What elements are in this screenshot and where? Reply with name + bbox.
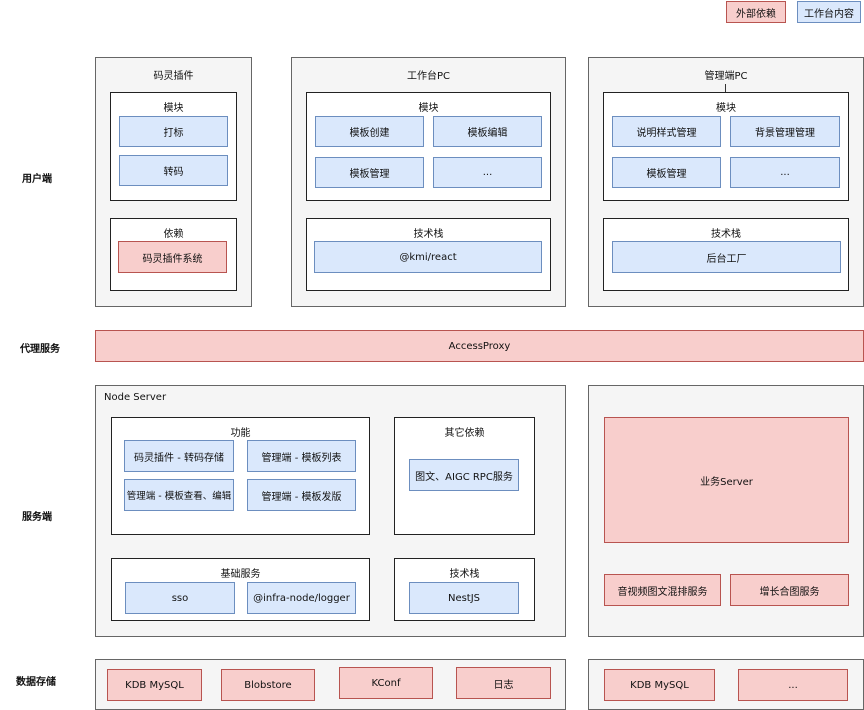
legend-external-dependency: 外部依赖 [726, 1, 786, 23]
admin-module-item: 模板管理 [612, 157, 721, 188]
business-server-box: 业务Server [604, 417, 849, 543]
storage-item: KDB MySQL [604, 669, 715, 701]
admin-stack-item: 后台工厂 [612, 241, 841, 273]
plugin-deps-title: 依赖 [163, 229, 184, 240]
access-proxy-bar: AccessProxy [95, 330, 864, 362]
plugin-title: 码灵插件 [153, 71, 194, 82]
node-base-service-item: @infra-node/logger [247, 582, 356, 614]
storage-item: Blobstore [221, 669, 315, 701]
node-features-title: 功能 [230, 428, 251, 439]
storage-item: KConf [339, 667, 433, 699]
legend-workbench-content: 工作台内容 [797, 1, 861, 23]
workbench-module-item: ... [433, 157, 542, 188]
admin-module-item: 背景管理管理 [730, 116, 840, 147]
node-feature-item: 码灵插件 - 转码存储 [124, 440, 234, 472]
business-service-item: 增长合图服务 [730, 574, 849, 606]
workbench-module-item: 模板编辑 [433, 116, 542, 147]
row-label-server: 服务端 [22, 512, 52, 523]
node-feature-item: 管理端 - 模板发版 [247, 479, 356, 511]
storage-item: KDB MySQL [107, 669, 202, 701]
node-stack-item: NestJS [409, 582, 519, 614]
node-feature-item: 管理端 - 模板列表 [247, 440, 356, 472]
node-other-deps-title: 其它依赖 [444, 428, 485, 439]
node-stack-title: 技术栈 [449, 569, 480, 580]
workbench-title: 工作台PC [406, 71, 450, 82]
node-base-service-item: sso [125, 582, 235, 614]
admin-module-item: ... [730, 157, 840, 188]
node-features-group: 功能 [111, 417, 370, 535]
admin-connector-line [725, 84, 726, 93]
storage-item: 日志 [456, 667, 551, 699]
workbench-module-item: 模板管理 [315, 157, 424, 188]
admin-module-item: 说明样式管理 [612, 116, 721, 147]
node-other-dep-item: 图文、AIGC RPC服务 [409, 459, 519, 491]
workbench-stack-title: 技术栈 [413, 229, 444, 240]
plugin-module-title: 模块 [163, 103, 184, 114]
storage-item: ... [738, 669, 848, 701]
row-label-user: 用户端 [22, 174, 52, 185]
admin-stack-title: 技术栈 [711, 229, 741, 240]
workbench-stack-item: @kmi/react [314, 241, 542, 273]
workbench-module-title: 模块 [418, 103, 439, 114]
plugin-dependency-item: 码灵插件系统 [118, 241, 227, 273]
workbench-module-item: 模板创建 [315, 116, 424, 147]
node-feature-item: 管理端 - 模板查看、编辑 [124, 479, 234, 511]
row-label-proxy: 代理服务 [20, 344, 60, 355]
node-base-services-title: 基础服务 [220, 569, 261, 580]
business-service-item: 音视频图文混排服务 [604, 574, 721, 606]
row-label-storage: 数据存储 [16, 677, 56, 688]
plugin-module-item: 打标 [119, 116, 228, 147]
admin-module-title: 模块 [716, 103, 736, 114]
node-server-title: Node Server [104, 392, 167, 403]
plugin-module-item: 转码 [119, 155, 228, 186]
admin-title: 管理端PC [704, 71, 748, 82]
